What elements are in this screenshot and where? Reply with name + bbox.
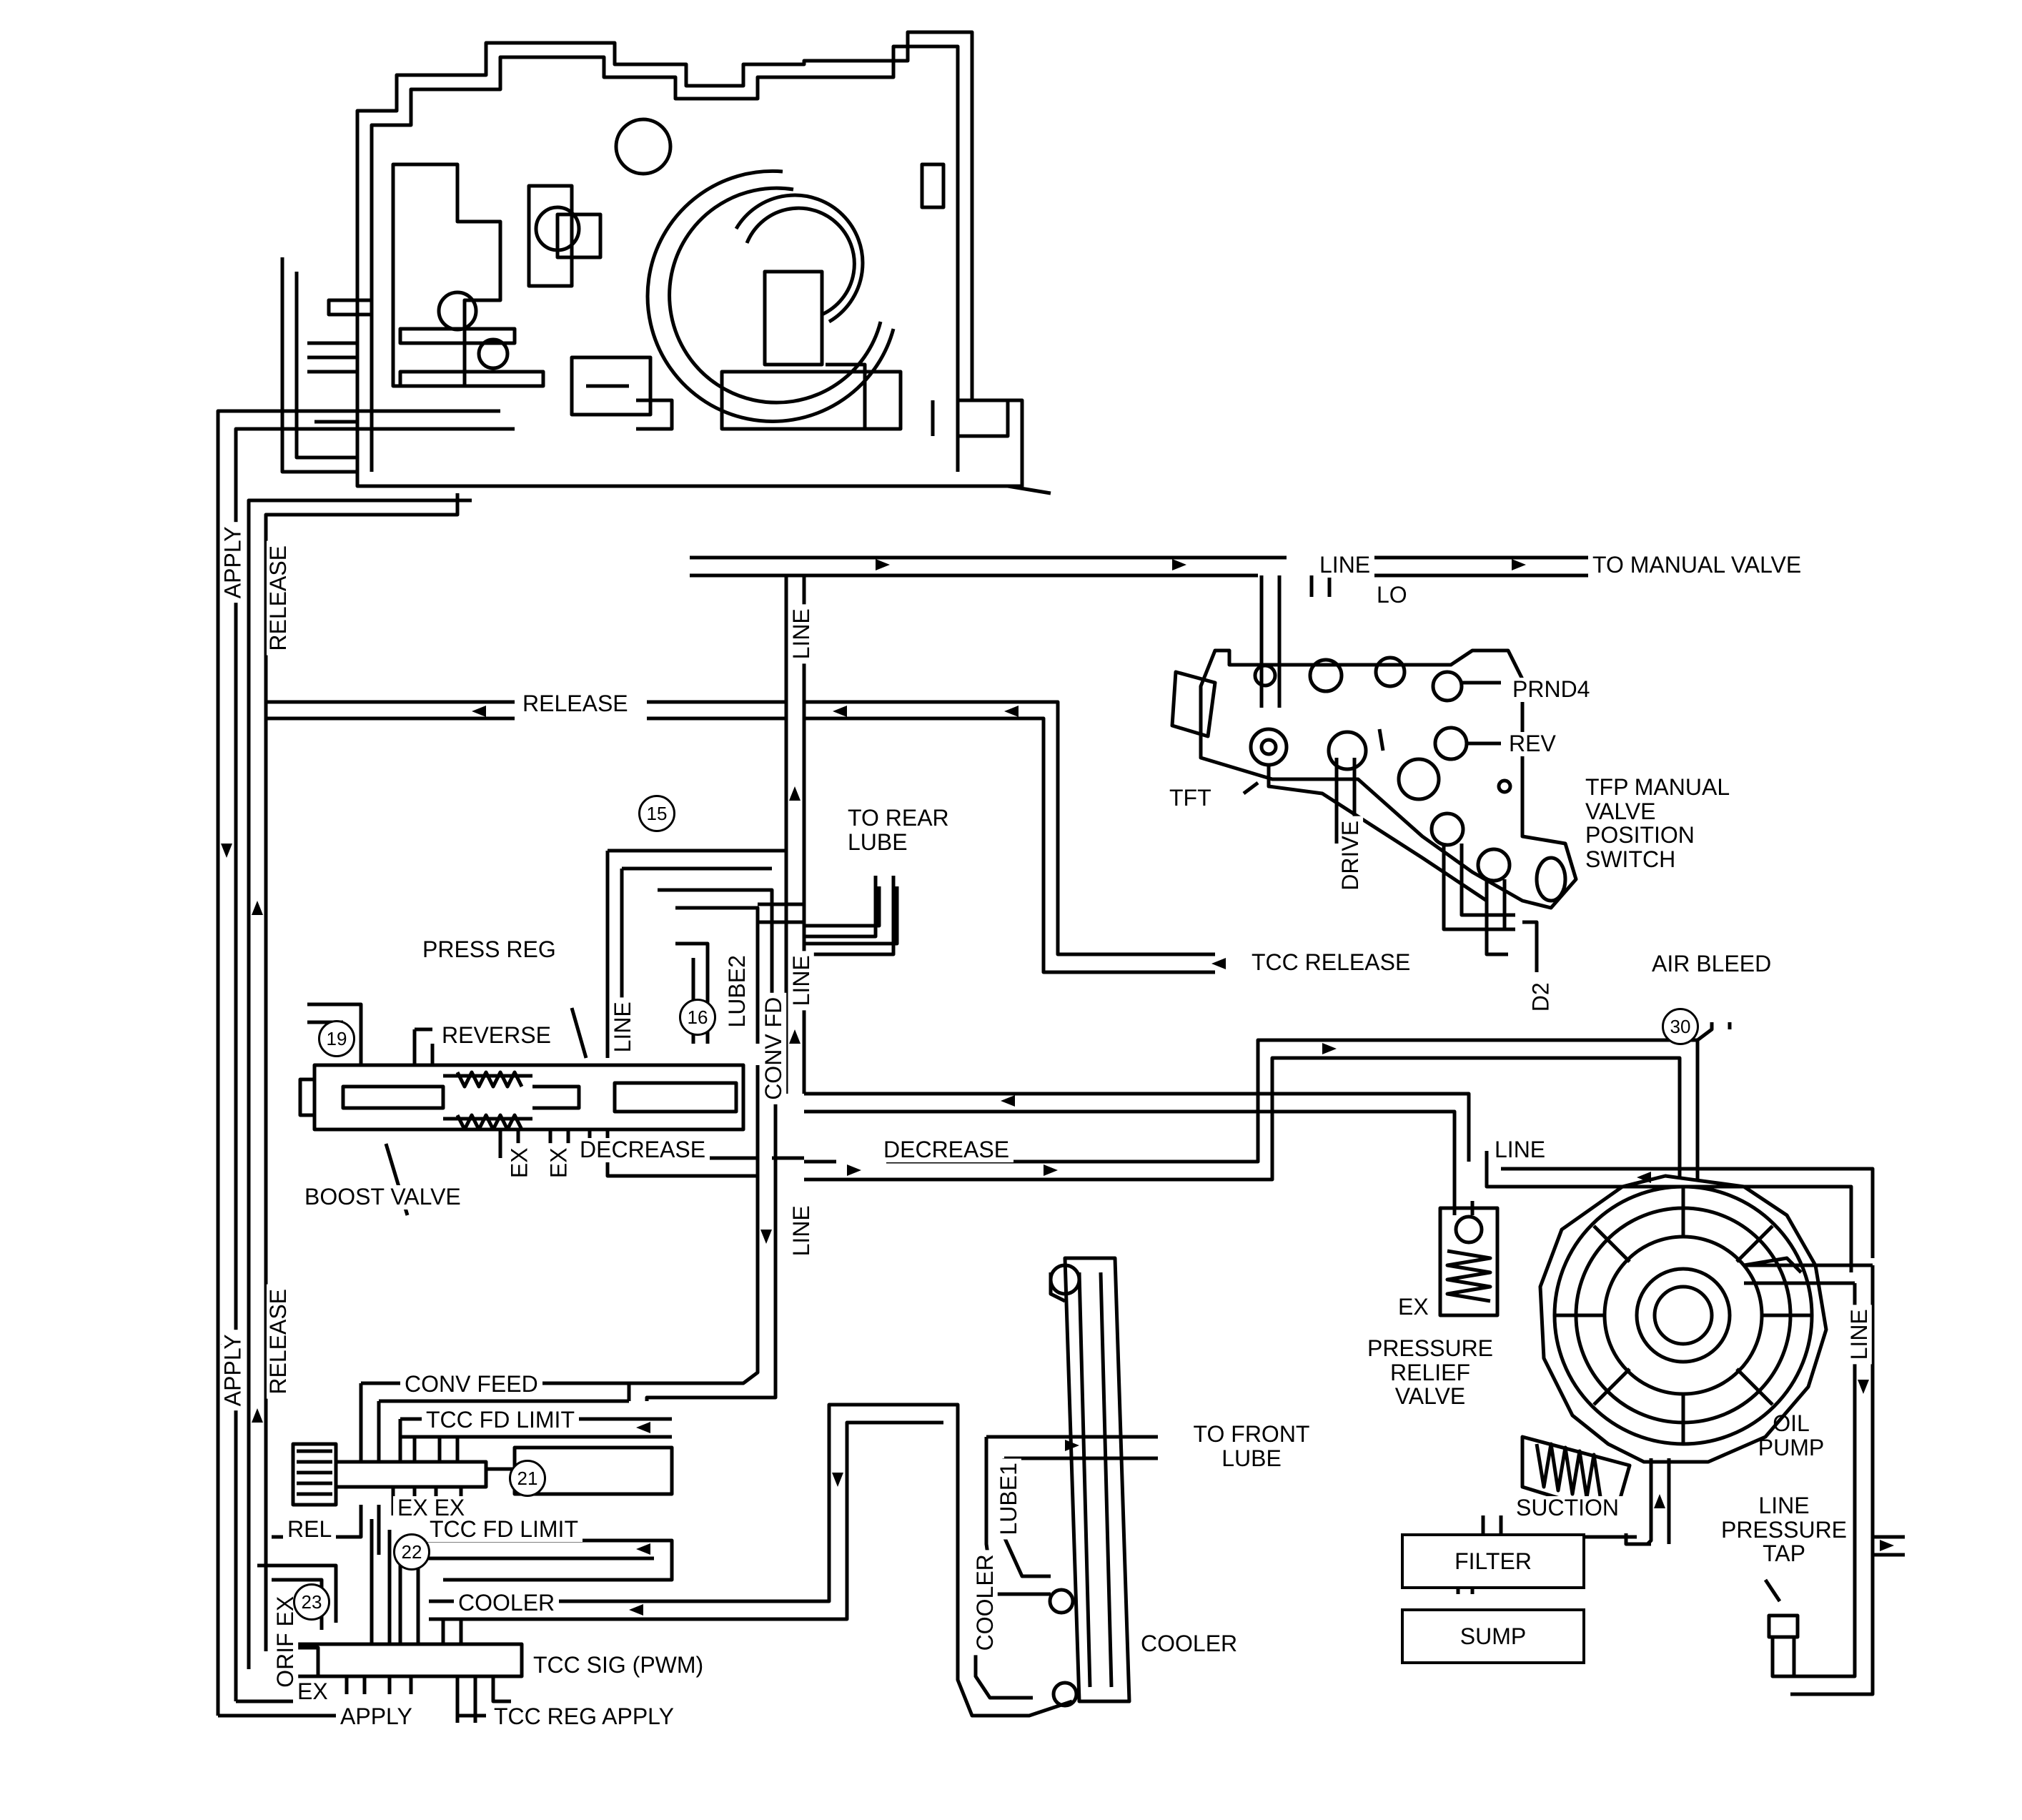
ex-label-regulator-1: EX <box>507 1143 532 1183</box>
check-ball-22: 22 <box>393 1533 430 1571</box>
sump-label: SUMP <box>1459 1623 1527 1649</box>
decrease-label-right: DECREASE <box>879 1137 1014 1162</box>
line-label-vertical-3: LINE <box>788 1201 814 1261</box>
line-label-press-reg: LINE <box>610 997 635 1057</box>
filter-label: FILTER <box>1454 1548 1532 1574</box>
drive-label: DRIVE <box>1337 816 1363 895</box>
to-front-lube-label: TO FRONT LUBE <box>1193 1421 1310 1471</box>
line-label-top: LINE <box>1315 553 1375 578</box>
rev-label: REV <box>1505 731 1560 756</box>
suction-label: SUCTION <box>1512 1495 1623 1520</box>
tcc-reg-apply-label: TCC REG APPLY <box>490 1704 678 1729</box>
apply-label-upper: APPLY <box>220 522 246 603</box>
ex-label-regulator-2: EX <box>546 1143 572 1183</box>
line-pressure-tap-label: LINE PRESSURE TAP <box>1720 1493 1848 1567</box>
cooler-label-vertical: COOLER <box>972 1550 998 1656</box>
line-label-pump-horizontal: LINE <box>1490 1137 1550 1162</box>
pressure-regulator-valve <box>298 849 899 1401</box>
reverse-label: REVERSE <box>437 1023 555 1048</box>
tfp-switch-label: TFP MANUAL VALVE POSITION SWITCH <box>1585 774 1729 872</box>
ex-label-tcc: EX <box>293 1679 332 1704</box>
tft-label: TFT <box>1165 786 1216 811</box>
apply-release-passages <box>216 409 515 1718</box>
conv-fd-label: CONV FD <box>760 992 786 1104</box>
lo-label: LO <box>1372 583 1412 608</box>
to-rear-lube-label: TO REAR LUBE <box>848 805 949 855</box>
check-ball-16: 16 <box>679 999 716 1036</box>
line-label-vertical-1: LINE <box>788 604 814 664</box>
oil-pump <box>1481 1174 1828 1546</box>
tcc-fd-limit-label-lower: TCC FD LIMIT <box>425 1517 583 1542</box>
ex-label-relief: EX <box>1394 1295 1433 1320</box>
apply-label-lower: APPLY <box>220 1330 246 1411</box>
check-ball-21: 21 <box>509 1460 546 1497</box>
rear-lube-line <box>804 876 896 956</box>
release-label-upper: RELEASE <box>265 540 291 656</box>
release-line <box>266 700 1215 974</box>
cooler-label-tcc: COOLER <box>454 1591 560 1616</box>
check-ball-19: 19 <box>318 1020 355 1057</box>
rel-label: REL <box>283 1517 337 1542</box>
conv-feed-label: CONV FEED <box>400 1372 542 1397</box>
check-ball-23: 23 <box>293 1583 330 1621</box>
line-pressure-tap <box>1763 1578 1800 1678</box>
decrease-and-pump-line <box>772 1038 1905 1696</box>
release-label-horizontal: RELEASE <box>518 691 633 716</box>
oil-pump-label: OIL PUMP <box>1758 1410 1825 1460</box>
line-label-pump: LINE <box>1846 1305 1872 1365</box>
lube1-label: LUBE1 <box>996 1458 1021 1540</box>
cooler-label-right: COOLER <box>1136 1631 1242 1656</box>
filter-box: FILTER <box>1401 1533 1585 1589</box>
check-ball-30: 30 <box>1662 1008 1699 1045</box>
tfp-manual-valve-position-switch <box>1170 648 1578 972</box>
torque-converter-housing <box>280 30 1051 495</box>
press-reg-label: PRESS REG <box>418 937 560 962</box>
d2-label: D2 <box>1528 978 1554 1017</box>
ex-ex-label: EX EX <box>393 1495 470 1520</box>
to-manual-valve-label: TO MANUAL VALVE <box>1588 553 1806 578</box>
pressure-relief-valve <box>1438 1206 1500 1317</box>
check-ball-15: 15 <box>638 795 675 832</box>
air-bleed <box>1696 1022 1732 1042</box>
tcc-fd-limit-label-upper: TCC FD LIMIT <box>422 1408 579 1433</box>
prnd4-label: PRND4 <box>1508 677 1595 702</box>
boost-valve-label: BOOST VALVE <box>300 1185 465 1210</box>
release-label-lower: RELEASE <box>265 1284 291 1399</box>
tcc-release-label: TCC RELEASE <box>1247 950 1415 975</box>
tcc-sig-pwm-label: TCC SIG (PWM) <box>529 1653 708 1678</box>
air-bleed-label: AIR BLEED <box>1647 951 1776 976</box>
lube2-label: LUBE2 <box>724 951 750 1032</box>
apply-label-bottom: APPLY <box>336 1704 417 1729</box>
line-to-manual-valve <box>690 555 1590 1094</box>
pressure-relief-valve-label: PRESSURE RELIEF VALVE <box>1367 1335 1494 1410</box>
sump-box: SUMP <box>1401 1608 1585 1664</box>
line-label-vertical-2: LINE <box>788 951 814 1011</box>
decrease-label-left: DECREASE <box>575 1137 710 1162</box>
tcc-control-valves <box>257 1381 960 1723</box>
flow-arrows <box>221 559 1894 1616</box>
